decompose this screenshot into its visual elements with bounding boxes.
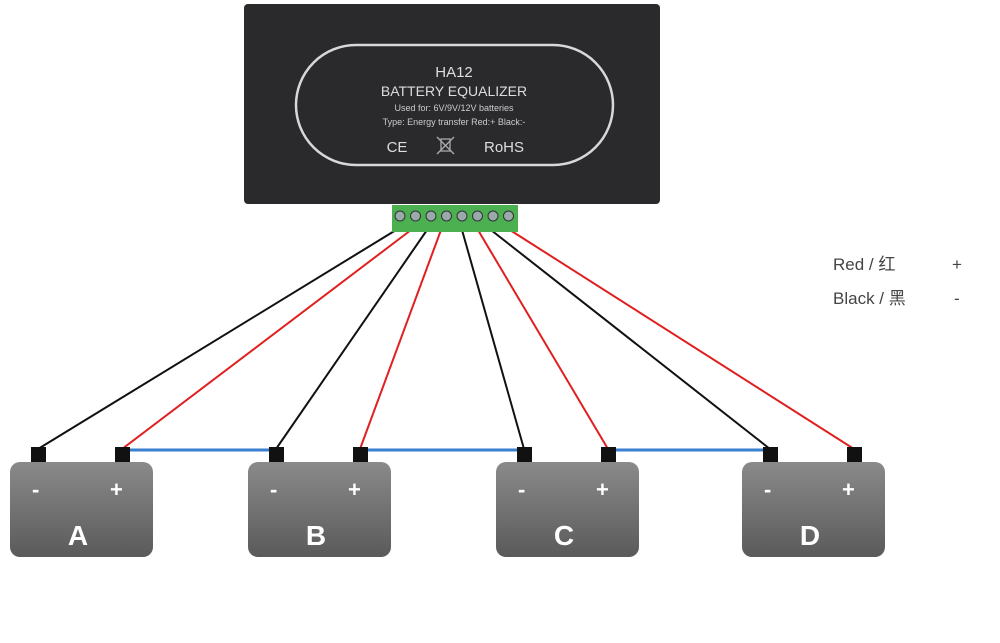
negative-terminal: [31, 447, 46, 462]
black-wire: [275, 229, 428, 450]
device-used-for: Used for: 6V/9V/12V batteries: [394, 103, 514, 113]
battery-name: A: [68, 520, 88, 551]
legend: Red / 红 + Black / 黑 -: [833, 255, 962, 308]
battery-name: C: [554, 520, 574, 551]
terminal-screw: [394, 210, 406, 222]
battery-body: [496, 462, 639, 557]
terminal-screw: [410, 210, 421, 222]
rohs-mark: RoHS: [484, 139, 524, 156]
negative-terminal: [517, 447, 532, 462]
device-model: HA12: [435, 64, 473, 81]
positive-terminal: [115, 447, 130, 462]
negative-terminal: [763, 447, 778, 462]
battery-body: [742, 462, 885, 557]
battery-body: [10, 462, 153, 557]
terminal-screw: [472, 210, 483, 222]
legend-black-sign: -: [954, 289, 960, 308]
battery-b: - + B: [248, 447, 391, 557]
plus-label: +: [110, 477, 123, 502]
legend-black-label: Black / 黑: [833, 289, 906, 308]
positive-terminal: [847, 447, 862, 462]
wires: [37, 229, 855, 450]
plus-label: +: [348, 477, 361, 502]
red-wire: [509, 229, 855, 450]
minus-label: -: [270, 477, 277, 502]
black-wire: [37, 229, 397, 450]
terminal-screws: [394, 210, 514, 222]
plus-label: +: [596, 477, 609, 502]
terminal-screw: [425, 210, 437, 222]
minus-label: -: [518, 477, 525, 502]
negative-terminal: [269, 447, 284, 462]
minus-label: -: [764, 477, 771, 502]
weee-bin-icon: [436, 136, 455, 155]
red-wire: [359, 229, 442, 450]
minus-label: -: [32, 477, 39, 502]
battery-name: D: [800, 520, 820, 551]
positive-terminal: [353, 447, 368, 462]
device-label-outline: [294, 43, 615, 167]
ce-mark: CE: [387, 139, 408, 156]
red-wire: [477, 229, 609, 450]
terminal-screw: [456, 210, 468, 222]
legend-red-sign: +: [952, 255, 962, 274]
equalizer-device: HA12 BATTERY EQUALIZER Used for: 6V/9V/1…: [244, 4, 660, 232]
battery-d: - + D: [742, 447, 885, 557]
battery-a: - + A: [10, 447, 153, 557]
legend-red-label: Red / 红: [833, 255, 895, 274]
battery-body: [248, 462, 391, 557]
device-name: BATTERY EQUALIZER: [381, 83, 527, 99]
batteries: - + A - + B - + C - + D: [10, 447, 885, 557]
terminal-screw: [503, 210, 514, 222]
plus-label: +: [842, 477, 855, 502]
battery-name: B: [306, 520, 326, 551]
terminal-screw: [487, 210, 499, 222]
red-wire: [121, 229, 412, 450]
terminal-screw: [441, 210, 452, 222]
device-body: [244, 4, 660, 204]
device-type: Type: Energy transfer Red:+ Black:-: [383, 117, 526, 127]
black-wire: [490, 229, 771, 450]
black-wire: [461, 229, 525, 450]
positive-terminal: [601, 447, 616, 462]
battery-c: - + C: [496, 447, 639, 557]
